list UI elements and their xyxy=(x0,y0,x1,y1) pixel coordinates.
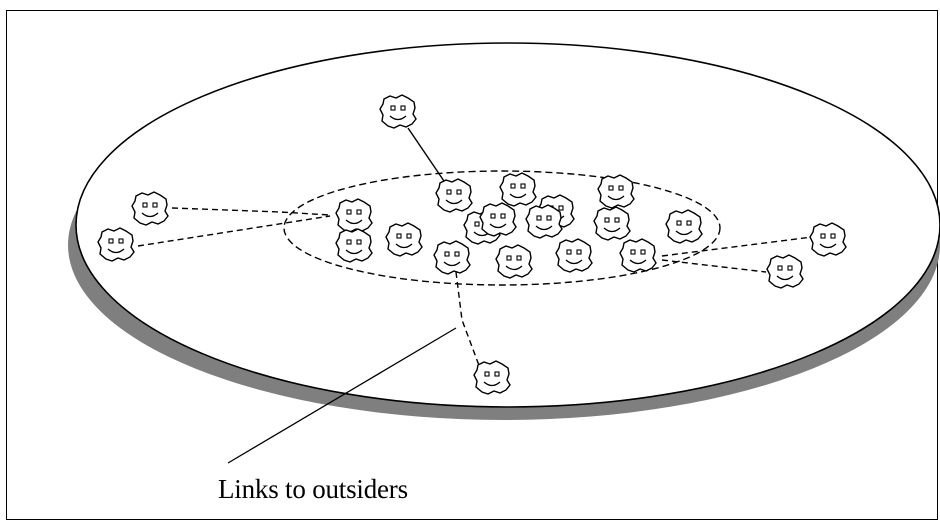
smiley-face-icon xyxy=(379,94,417,129)
core-group-boundary xyxy=(283,170,721,286)
smiley-face-icon xyxy=(593,206,631,241)
smiley-face-icon xyxy=(473,360,511,395)
smiley-face-icon xyxy=(97,227,135,262)
caption-links-to-outsiders: Links to outsiders xyxy=(218,474,408,504)
smiley-face-icon xyxy=(766,254,804,289)
smiley-face-icon xyxy=(495,244,533,279)
smiley-face-icon xyxy=(499,172,537,207)
smiley-face-icon xyxy=(385,222,423,257)
smiley-face-icon xyxy=(479,202,517,237)
smiley-face-icon xyxy=(435,178,473,213)
smiley-face-icon xyxy=(555,238,593,273)
caption-pointer xyxy=(227,327,457,464)
smiley-face-icon xyxy=(131,191,169,226)
smiley-face-icon xyxy=(665,209,703,244)
smiley-face-icon xyxy=(809,222,847,257)
smiley-face-icon xyxy=(433,240,471,275)
smiley-face-icon xyxy=(619,238,657,273)
solid-link xyxy=(407,127,447,185)
smiley-face-icon xyxy=(525,204,563,239)
diagram-frame xyxy=(6,10,938,520)
smiley-face-icon xyxy=(597,174,635,209)
smiley-face-icon xyxy=(335,198,373,233)
outsider-links xyxy=(137,207,813,369)
smiley-face-icon xyxy=(335,228,373,263)
